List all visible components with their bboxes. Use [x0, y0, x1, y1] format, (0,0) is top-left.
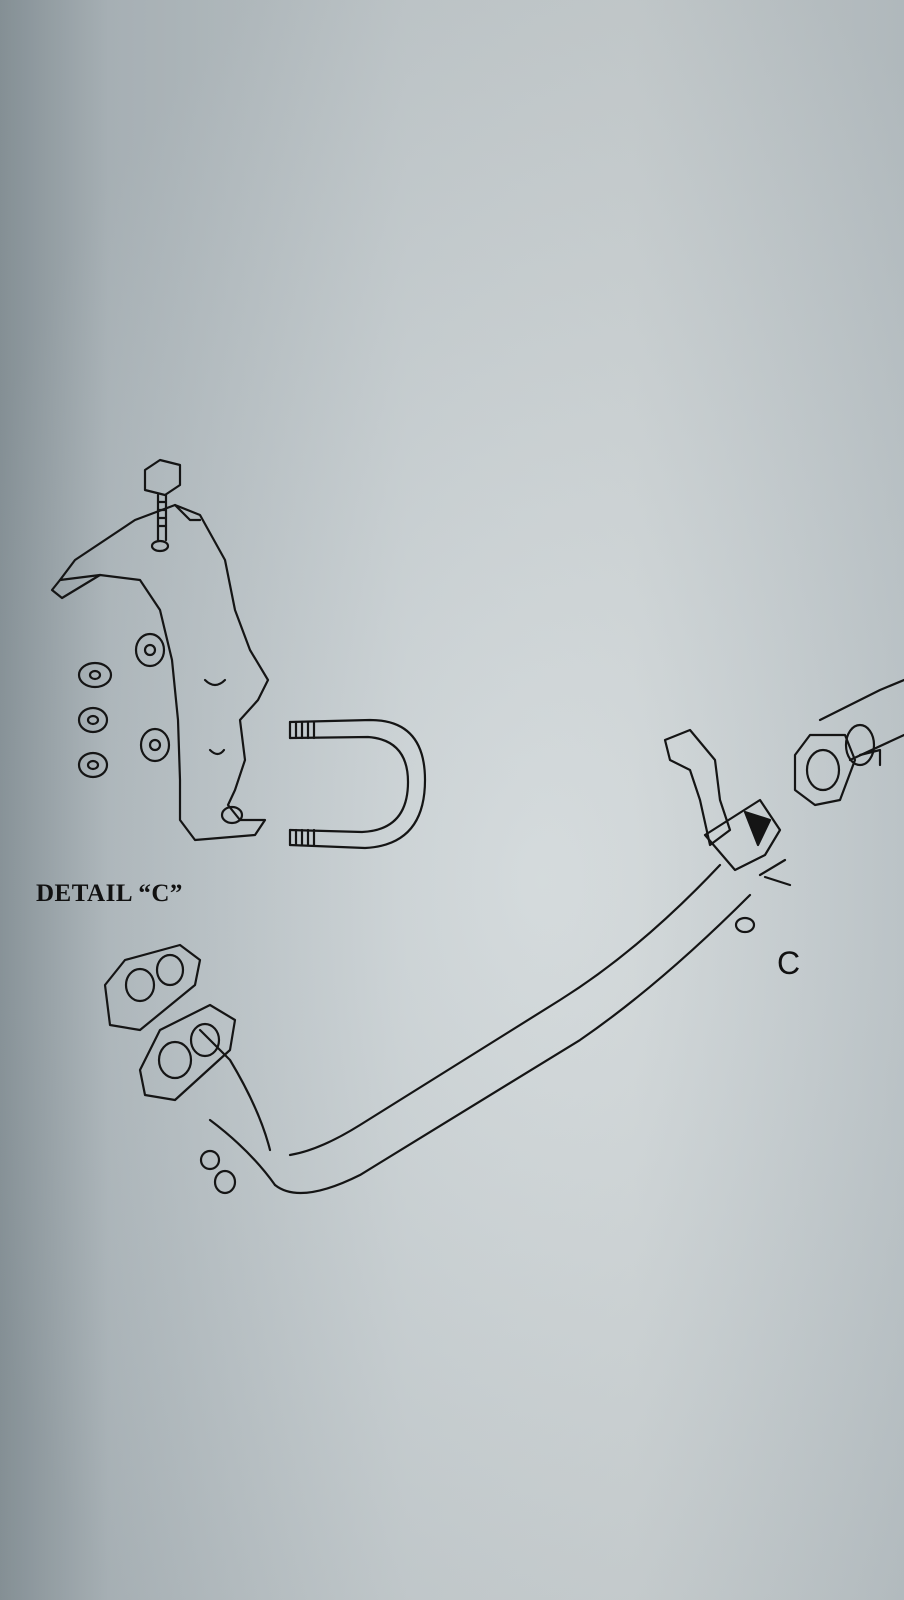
pipe-bracket: [663, 728, 792, 934]
bolt: [143, 458, 182, 542]
detail-c-caption: DETAIL “C”: [36, 880, 183, 907]
callout-c-label: C: [777, 945, 801, 981]
rear-flange-and-muffler: [793, 678, 904, 807]
exhaust-pipe: [198, 863, 752, 1195]
nuts-and-washers: [77, 632, 244, 825]
u-bolt: [288, 718, 427, 850]
manifold-flanges: [103, 943, 237, 1195]
detail-bracket: [50, 503, 270, 842]
